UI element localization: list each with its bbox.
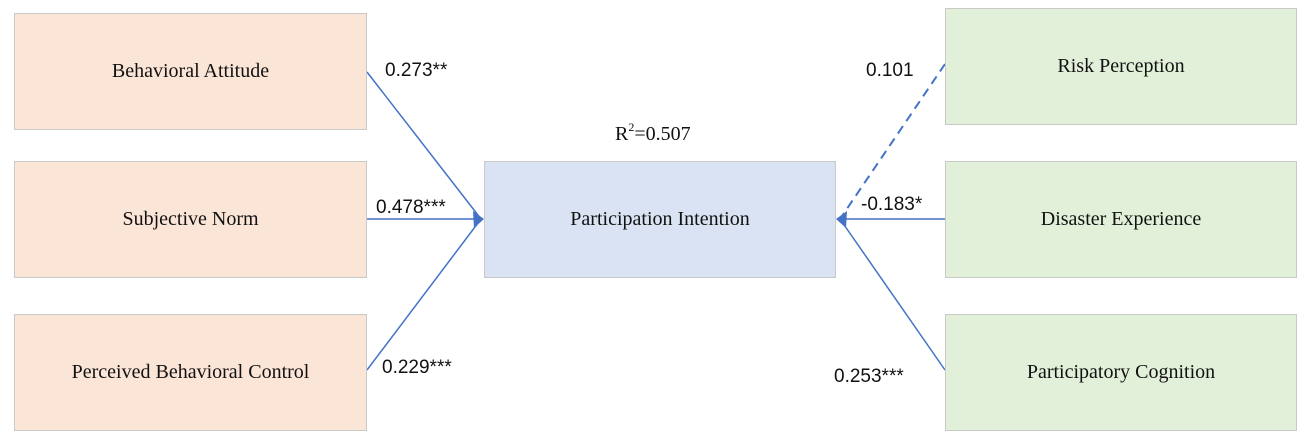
factor-label: Subjective Norm — [122, 208, 259, 230]
coefficient-disaster-experience: -0.183* — [861, 194, 923, 215]
path-behavioral-attitude — [366, 71, 482, 220]
coefficient-perceived-behavioral-control: 0.229*** — [382, 357, 452, 378]
outcome-label: Participation Intention — [570, 208, 750, 230]
factor-perceived-behavioral-control: Perceived Behavioral Control — [14, 314, 367, 431]
factor-participatory-cognition: Participatory Cognition — [945, 314, 1297, 431]
factor-subjective-norm: Subjective Norm — [14, 161, 367, 278]
r2-value: =0.507 — [634, 123, 691, 145]
factor-label: Disaster Experience — [1040, 208, 1202, 230]
factor-label: Risk Perception — [1057, 55, 1185, 77]
path-perceived-behavioral-control — [366, 218, 482, 371]
r2-superscript: 2 — [628, 120, 635, 134]
coefficient-risk-perception: 0.101 — [866, 60, 914, 81]
factor-disaster-experience: Disaster Experience — [945, 161, 1297, 278]
factor-risk-perception: Risk Perception — [945, 8, 1297, 125]
arrowhead-right — [836, 211, 847, 228]
outcome-participation-intention: Participation Intention — [484, 161, 836, 278]
arrowhead-left — [473, 211, 484, 228]
coefficient-subjective-norm: 0.478*** — [376, 197, 446, 218]
factor-label: Participatory Cognition — [1026, 361, 1216, 383]
path-risk-perception — [839, 63, 946, 220]
path-participatory-cognition — [839, 218, 946, 371]
r2-symbol: R — [615, 123, 629, 145]
coefficient-participatory-cognition: 0.253*** — [834, 366, 904, 387]
coefficient-behavioral-attitude: 0.273** — [385, 60, 448, 81]
factor-label: Perceived Behavioral Control — [71, 361, 310, 383]
factor-label: Behavioral Attitude — [111, 60, 270, 82]
r-squared-label: R2=0.507 — [615, 120, 691, 146]
factor-behavioral-attitude: Behavioral Attitude — [14, 13, 367, 130]
